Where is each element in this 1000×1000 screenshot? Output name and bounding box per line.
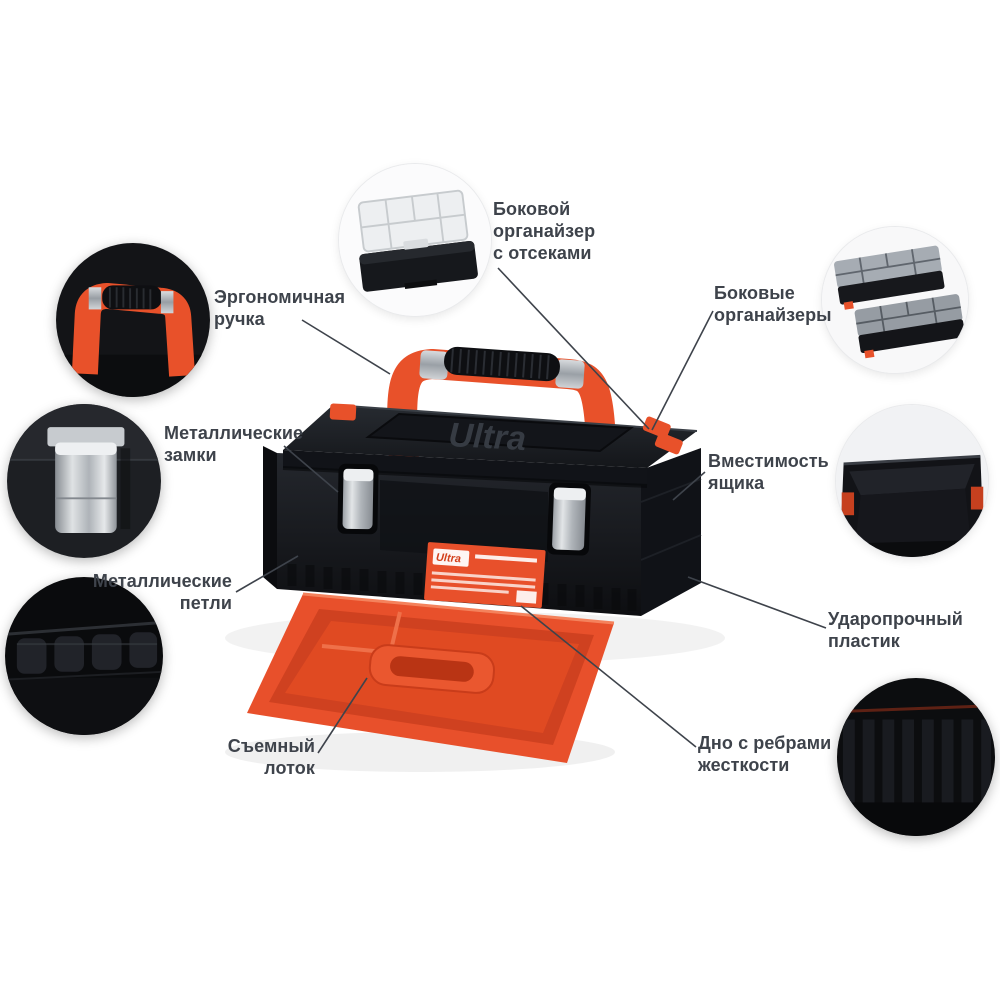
line-to-impact-plastic	[687, 576, 827, 629]
label-ribbed-bottom: Дно с ребрами жесткости	[698, 733, 832, 775]
toolbox: Ultra Ultra	[263, 346, 702, 616]
sticker-brand-text: Ultra	[436, 552, 462, 566]
front-recessed-panel	[380, 480, 548, 562]
line-to-handle	[301, 319, 391, 375]
lid-back-highlight	[332, 404, 698, 432]
line-to-side-organizer	[497, 267, 650, 430]
line-to-removable-tray	[317, 677, 368, 754]
lid-clips	[329, 403, 683, 455]
label-side-organizer: Боковой органайзер с отсеками	[493, 199, 596, 263]
handle-grip	[444, 346, 560, 382]
line-to-metal-locks	[283, 445, 339, 493]
line-to-ribbed-bottom	[520, 605, 697, 748]
lid-recessed-panel	[365, 412, 634, 453]
line-to-metal-hinges	[235, 555, 299, 593]
callout-photo-side-organizer	[339, 164, 491, 316]
lid-front-lip	[283, 450, 647, 486]
box-left-end	[263, 446, 277, 589]
front-latches	[337, 463, 592, 556]
label-side-organizers: Боковые органайзеры	[714, 283, 832, 325]
metal-latch-left	[342, 468, 374, 530]
label-removable-tray: Съемный лоток	[227, 736, 315, 778]
tray-handle	[368, 644, 496, 694]
callout-photo-metal-locks	[7, 404, 161, 558]
brand-embossed-text: Ultra	[448, 416, 527, 458]
box-right-side	[641, 448, 701, 616]
label-metal-locks: Металлические замки	[164, 423, 304, 465]
metal-latch-right	[552, 487, 586, 551]
callout-photo-capacity	[836, 405, 988, 557]
callout-photo-handle	[56, 243, 210, 397]
removable-tray	[247, 592, 615, 763]
callout-photo-impact-plastic	[837, 678, 995, 836]
handle-aluminium-right	[555, 359, 585, 389]
line-to-side-organizers	[651, 310, 714, 431]
label-impact-plastic: Ударопрочный пластик	[828, 609, 963, 651]
line-to-capacity	[672, 471, 706, 501]
callout-photo-side-organizers	[822, 227, 968, 373]
handle-aluminium-left	[419, 350, 449, 380]
label-metal-hinges: Металлические петли	[92, 571, 232, 613]
product-sticker: Ultra	[424, 542, 546, 608]
callout-lines	[235, 267, 827, 754]
label-capacity: Вместимость ящика	[708, 451, 829, 493]
label-handle: Эргономичная ручка	[214, 287, 346, 329]
side-grooves	[640, 478, 702, 561]
